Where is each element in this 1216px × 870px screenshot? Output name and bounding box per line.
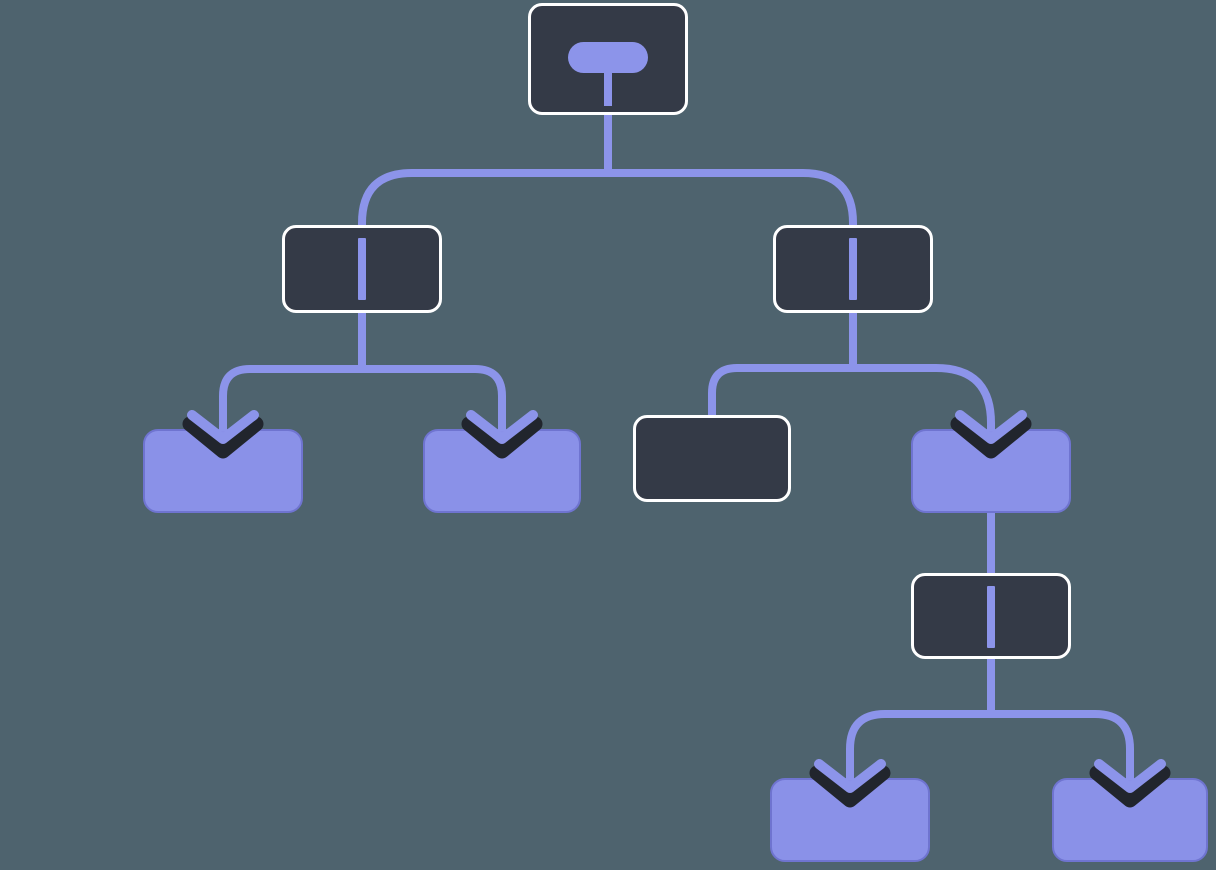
node-leaf-1[interactable] (143, 429, 303, 513)
node-l2-left[interactable] (282, 225, 442, 313)
vertical-line-icon (987, 586, 995, 648)
node-leaf-4[interactable] (1052, 778, 1208, 862)
node-l3-purple[interactable] (911, 429, 1071, 513)
connector-branch-l4-split-leaf-3 (846, 710, 991, 780)
node-leaf-3[interactable] (770, 778, 930, 862)
node-l4-dark[interactable] (911, 573, 1071, 659)
pill-stem-icon (604, 72, 612, 106)
pill-icon (568, 42, 648, 73)
vertical-line-icon (849, 238, 857, 300)
node-l2-right[interactable] (773, 225, 933, 313)
vertical-line-icon (358, 238, 366, 300)
connector-branch-l4-split-leaf-4 (991, 710, 1134, 780)
node-leaf-2[interactable] (423, 429, 581, 513)
connector-branch-root-split-l2-right (608, 169, 857, 227)
connector-branch-root-split-l2-left (358, 169, 608, 227)
connector-branch-l2-right-split-l3-purple (853, 364, 995, 431)
node-l3-dark[interactable] (633, 415, 791, 502)
node-root[interactable] (528, 3, 688, 115)
connector-branch-l2-right-split-l3-dark (708, 364, 853, 417)
connector-branch-l2-left-split-leaf-2 (362, 365, 506, 431)
connector-branch-l2-left-split-leaf-1 (219, 365, 362, 431)
